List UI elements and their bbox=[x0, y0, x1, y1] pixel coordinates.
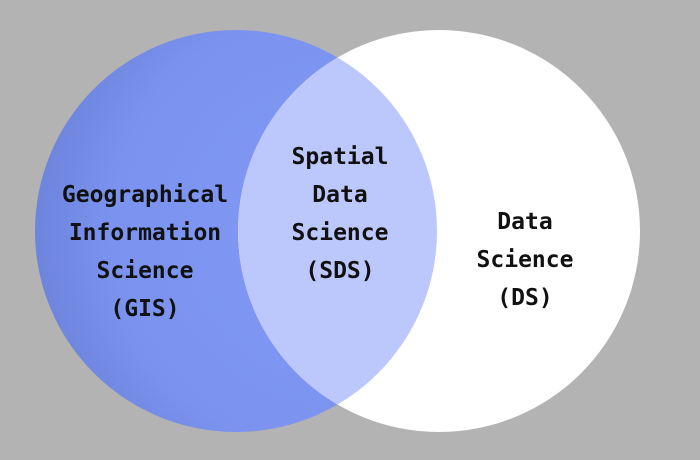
sds-label-line: Spatial bbox=[291, 144, 389, 170]
sds-label-line: Science bbox=[291, 220, 389, 246]
ds-label: Data Science (DS) bbox=[460, 203, 590, 317]
gis-label-line: Science bbox=[96, 258, 194, 284]
ds-label-line: (DS) bbox=[497, 285, 553, 311]
sds-label: Spatial Data Science (SDS) bbox=[260, 138, 420, 290]
ds-label-line: Science bbox=[476, 247, 574, 273]
ds-label-line: Data bbox=[497, 209, 553, 235]
gis-label: Geographical Information Science (GIS) bbox=[40, 176, 250, 328]
gis-label-line: Geographical bbox=[61, 182, 229, 208]
sds-intersection bbox=[238, 30, 437, 432]
sds-label-line: Data bbox=[312, 182, 368, 208]
gis-label-line: Information bbox=[68, 220, 222, 246]
gis-label-line: (GIS) bbox=[110, 296, 180, 322]
sds-label-line: (SDS) bbox=[305, 258, 375, 284]
